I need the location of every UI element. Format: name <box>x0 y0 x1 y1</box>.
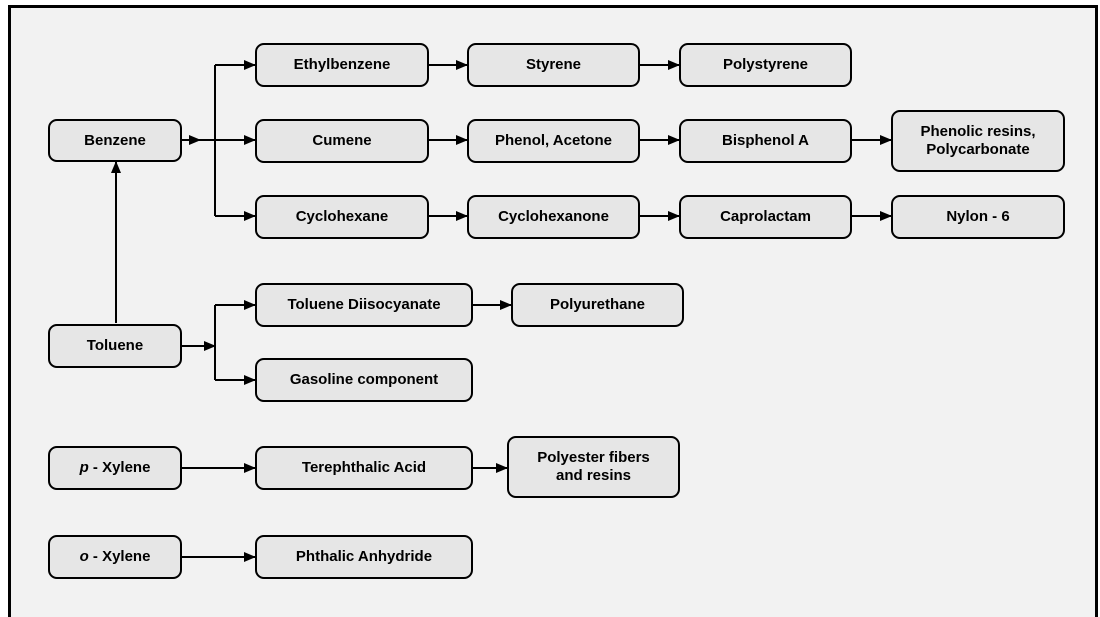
polyester-line-2: and resins <box>555 467 632 484</box>
p-xylene-label: - Xylene <box>88 459 151 476</box>
o-xylene-prefix: o <box>79 548 89 565</box>
node-styrene: Styrene <box>467 43 640 87</box>
o-xylene-label: - Xylene <box>88 548 151 565</box>
node-polystyrene: Polystyrene <box>679 43 852 87</box>
polyester-line-1: Polyester fibers <box>537 449 650 466</box>
node-nylon-6: Nylon - 6 <box>891 195 1065 239</box>
node-gasoline-component: Gasoline component <box>255 358 473 402</box>
node-toluene: Toluene <box>48 324 182 368</box>
phenolic-line-2: Polycarbonate <box>926 141 1030 158</box>
node-p-xylene: p - Xylene <box>48 446 182 490</box>
node-phthalic-anhydride: Phthalic Anhydride <box>255 535 473 579</box>
phenolic-line-1: Phenolic resins, <box>920 123 1036 140</box>
node-cyclohexanone: Cyclohexanone <box>467 195 640 239</box>
node-phenol-acetone: Phenol, Acetone <box>467 119 640 163</box>
node-o-xylene: o - Xylene <box>48 535 182 579</box>
node-caprolactam: Caprolactam <box>679 195 852 239</box>
node-polyurethane: Polyurethane <box>511 283 684 327</box>
node-ethylbenzene: Ethylbenzene <box>255 43 429 87</box>
node-polyester-fibers-resins: Polyester fibers and resins <box>507 436 680 498</box>
node-benzene: Benzene <box>48 119 182 162</box>
node-cumene: Cumene <box>255 119 429 163</box>
node-toluene-diisocyanate: Toluene Diisocyanate <box>255 283 473 327</box>
p-xylene-prefix: p <box>79 459 89 476</box>
node-bisphenol-a: Bisphenol A <box>679 119 852 163</box>
node-phenolic-resins-polycarbonate: Phenolic resins, Polycarbonate <box>891 110 1065 172</box>
node-cyclohexane: Cyclohexane <box>255 195 429 239</box>
node-terephthalic-acid: Terephthalic Acid <box>255 446 473 490</box>
